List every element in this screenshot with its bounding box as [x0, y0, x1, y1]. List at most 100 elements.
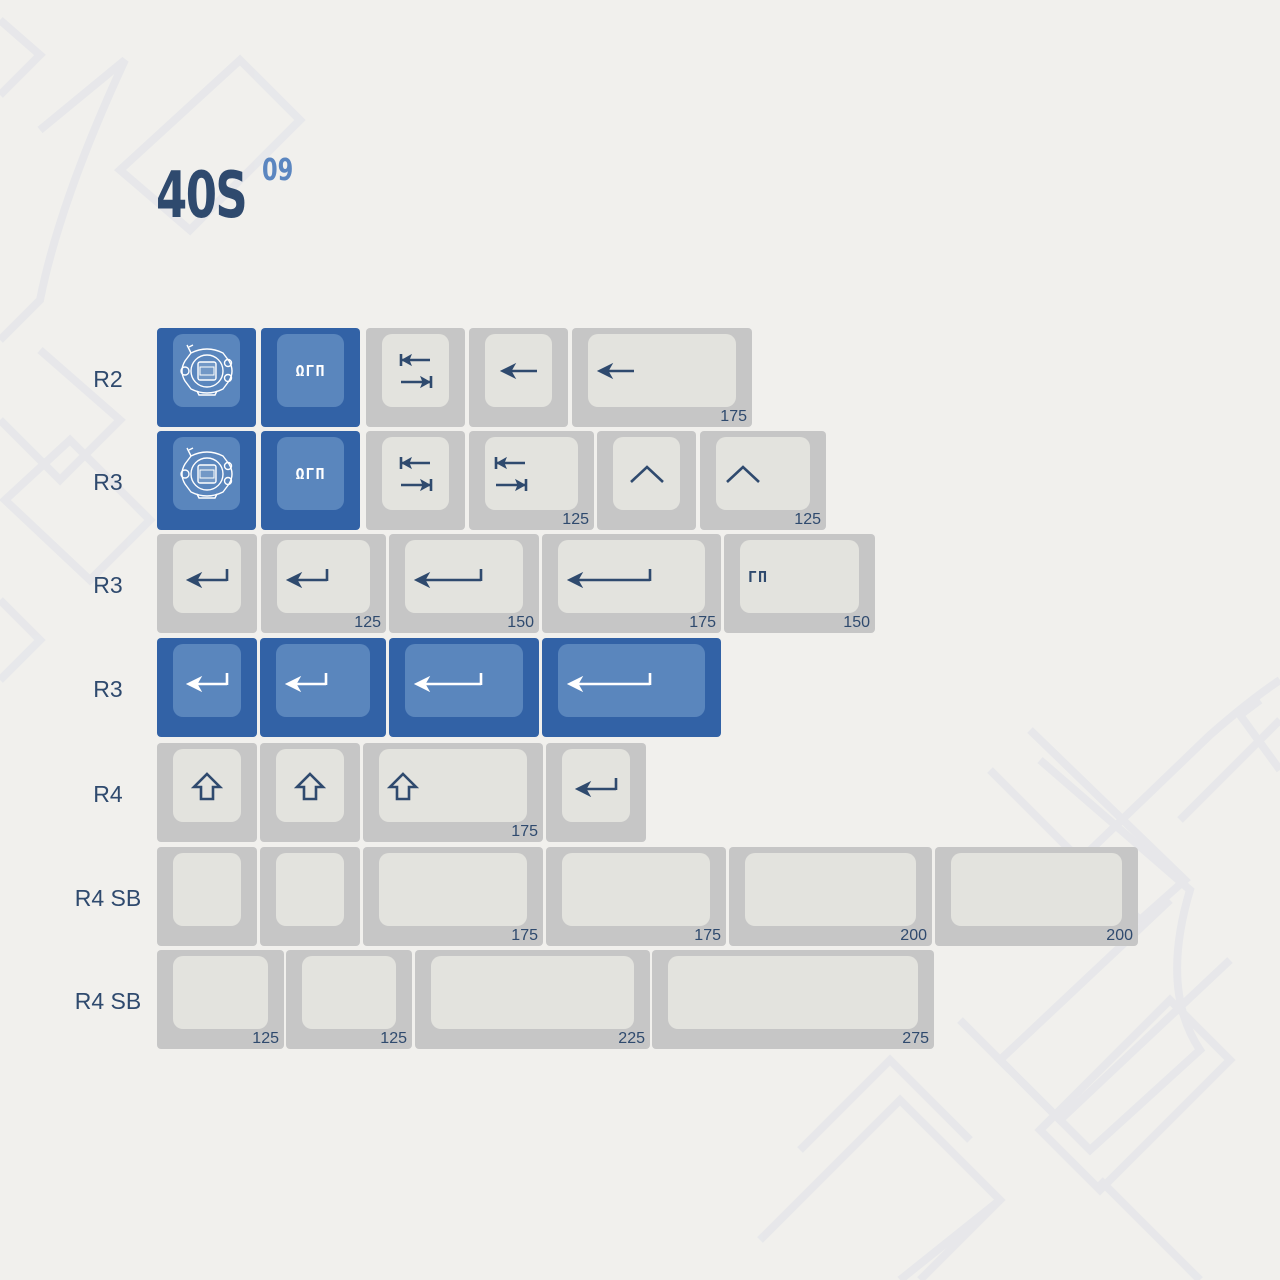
row-label: R3 — [93, 469, 123, 495]
keycap[interactable] — [157, 847, 257, 946]
keycap-top — [405, 644, 523, 717]
legend-text: ΓΠ — [748, 567, 769, 586]
keycap-top — [668, 956, 918, 1029]
keycap-size-label: 275 — [902, 1030, 929, 1047]
keycap-top — [276, 749, 344, 822]
keycap-size-label: 175 — [511, 927, 538, 944]
row-label: R4 SB — [74, 885, 142, 911]
keycap[interactable] — [157, 743, 257, 842]
keycap-size-label: 175 — [511, 823, 538, 840]
keycap-top — [276, 644, 370, 717]
keycap-top — [745, 853, 916, 926]
keycap[interactable]: 175 — [546, 847, 726, 946]
enter-icon — [185, 670, 229, 692]
keycap[interactable] — [366, 328, 465, 427]
keycap[interactable] — [260, 638, 386, 737]
backspace-arrow-icon — [596, 361, 636, 381]
keycap-size-label: 125 — [354, 614, 381, 631]
page-title: 40S — [156, 159, 248, 233]
keycap[interactable]: 175 — [572, 328, 752, 427]
keycap[interactable]: 175 — [363, 847, 543, 946]
keycap[interactable]: 275 — [652, 950, 934, 1049]
keycap-top — [277, 540, 370, 613]
caret-up-icon — [724, 463, 762, 485]
enter-icon — [413, 566, 483, 588]
row-label: R3 — [93, 676, 123, 702]
keycap[interactable] — [260, 847, 360, 946]
keycap[interactable]: 175 — [542, 534, 721, 633]
keycap-size-label: 175 — [689, 614, 716, 631]
keycap-top — [588, 334, 736, 407]
keycap-top: ΩΓΠ — [277, 437, 344, 510]
digivice-icon — [177, 446, 237, 502]
keycap-top — [485, 334, 552, 407]
keycap-size-label: 125 — [380, 1030, 407, 1047]
row-label: R3 — [93, 572, 123, 598]
keycap[interactable] — [597, 431, 696, 530]
keycap-size-label: 200 — [900, 927, 927, 944]
keycap[interactable] — [157, 534, 257, 633]
keycap[interactable] — [546, 743, 646, 842]
keycap[interactable] — [157, 328, 256, 427]
keycap[interactable] — [157, 431, 256, 530]
tab-icon — [398, 454, 434, 494]
keycap-top — [173, 956, 268, 1029]
keycap-top — [431, 956, 634, 1029]
keycap-top — [276, 853, 344, 926]
keycap[interactable]: 175 — [363, 743, 543, 842]
keycap-size-label: 225 — [618, 1030, 645, 1047]
enter-icon — [574, 775, 618, 797]
keycap[interactable]: 125 — [700, 431, 826, 530]
shift-icon — [294, 771, 326, 801]
keycap[interactable]: 125 — [469, 431, 594, 530]
keycap[interactable]: 200 — [729, 847, 932, 946]
row-label: R4 — [93, 781, 123, 807]
keycap-top — [302, 956, 396, 1029]
title-superscript: 09 — [262, 153, 294, 188]
keycap-top: ΩΓΠ — [277, 334, 344, 407]
keycap-top — [382, 437, 449, 510]
keycap-size-label: 125 — [794, 511, 821, 528]
legend-text: ΩΓΠ — [295, 361, 326, 380]
keycap[interactable] — [157, 638, 257, 737]
keycap[interactable]: ΩΓΠ — [261, 328, 360, 427]
keycap-top — [558, 644, 705, 717]
shift-icon — [191, 771, 223, 801]
keycap-size-label: 150 — [507, 614, 534, 631]
keycap[interactable]: ΩΓΠ — [261, 431, 360, 530]
keycap[interactable]: 225 — [415, 950, 650, 1049]
enter-icon — [413, 670, 483, 692]
keycap-top — [379, 853, 527, 926]
keycap-top — [379, 749, 527, 822]
keycap-size-label: 125 — [252, 1030, 279, 1047]
keycap[interactable] — [366, 431, 465, 530]
keycap-top — [173, 644, 241, 717]
enter-icon — [285, 566, 329, 588]
tab-icon — [398, 351, 434, 391]
keycap[interactable] — [542, 638, 721, 737]
enter-icon — [185, 566, 229, 588]
enter-icon — [566, 566, 652, 588]
keycap-top — [558, 540, 705, 613]
digivice-icon — [177, 343, 237, 399]
keycap[interactable]: 150 — [389, 534, 539, 633]
keycap[interactable]: 125 — [157, 950, 284, 1049]
keycap[interactable]: 125 — [261, 534, 386, 633]
keycap[interactable] — [469, 328, 568, 427]
keycap-top — [716, 437, 810, 510]
keycap-size-label: 125 — [562, 511, 589, 528]
keycap-top — [613, 437, 680, 510]
keycap[interactable] — [389, 638, 539, 737]
keycap[interactable]: 200 — [935, 847, 1138, 946]
keycap-top — [173, 437, 240, 510]
keycap-top — [173, 540, 241, 613]
keycap-top: ΓΠ — [740, 540, 859, 613]
keycap-top — [951, 853, 1122, 926]
legend-text: ΩΓΠ — [295, 464, 326, 483]
keycap-top — [562, 749, 630, 822]
row-label: R4 SB — [74, 988, 142, 1014]
keycap-top — [485, 437, 578, 510]
keycap[interactable]: 125 — [286, 950, 412, 1049]
keycap[interactable] — [260, 743, 360, 842]
